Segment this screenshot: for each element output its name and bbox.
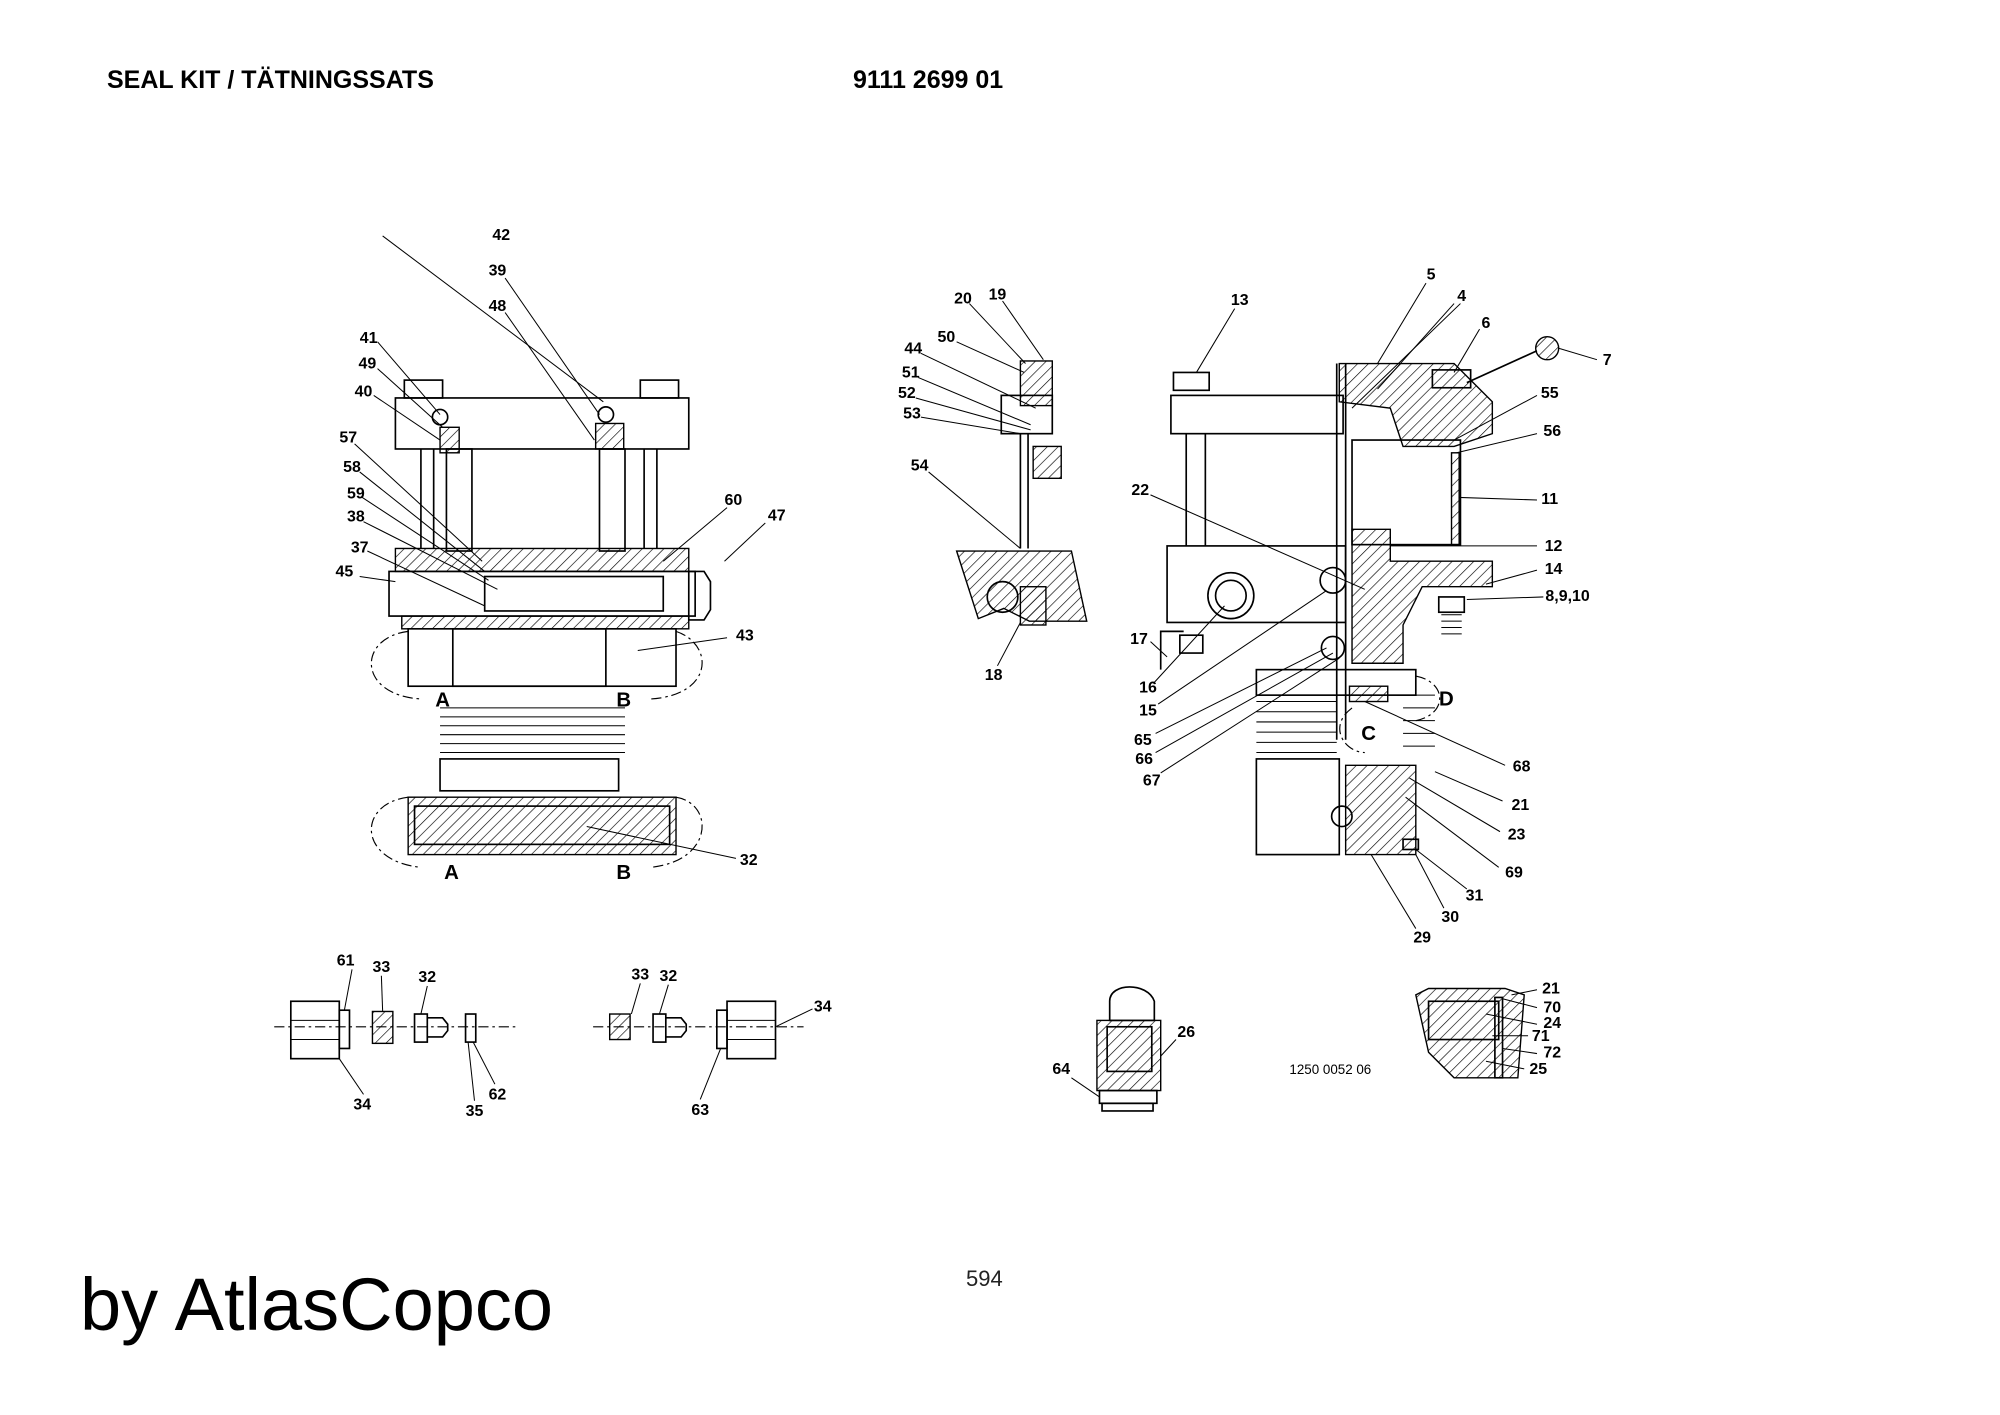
callout-right-assembly: 65	[1134, 732, 1152, 749]
callout-left-assembly: 38	[347, 509, 365, 526]
callout-fitting-left: 35	[466, 1103, 484, 1120]
fitting-exploded-left	[274, 969, 517, 1101]
callout-left-assembly: 39	[489, 263, 507, 280]
plug-detail	[1071, 986, 1177, 1112]
callout-right-assembly: 68	[1513, 759, 1531, 776]
callout-left-assembly: 37	[351, 539, 369, 556]
callout-left-assembly: 45	[336, 564, 354, 581]
callout-right-assembly: 17	[1130, 631, 1148, 648]
callout-fitting-right: 34	[814, 998, 832, 1015]
callout-left-assembly: 60	[725, 492, 743, 509]
callout-right-assembly: 23	[1508, 826, 1526, 843]
document-title: SEAL KIT / TÄTNINGSSATS	[107, 66, 434, 94]
callout-left-assembly: A	[444, 862, 459, 884]
callout-right-assembly: 6	[1482, 315, 1491, 332]
callout-left-assembly: 47	[768, 507, 786, 524]
callout-right-assembly: 15	[1139, 703, 1157, 720]
callout-right-assembly: 14	[1545, 561, 1563, 578]
callout-valve-detail: 50	[938, 329, 956, 346]
callout-left-assembly: A	[435, 690, 450, 712]
callout-seal-detail: 25	[1529, 1061, 1547, 1078]
callout-valve-detail: 44	[904, 340, 922, 357]
callout-fitting-right: 63	[691, 1102, 709, 1119]
callout-fitting-left: 62	[489, 1086, 507, 1103]
callout-left-assembly: 58	[343, 459, 361, 476]
callout-right-assembly: 67	[1143, 773, 1161, 790]
callout-seal-detail: 24	[1543, 1015, 1561, 1032]
callout-left-assembly: 48	[489, 298, 507, 315]
callout-right-assembly: 22	[1131, 482, 1149, 499]
callout-fitting-right: 33	[631, 967, 649, 984]
callout-right-assembly: 7	[1603, 352, 1612, 369]
callout-valve-detail: 54	[911, 458, 929, 475]
callout-right-assembly: D	[1439, 688, 1454, 710]
callout-right-assembly: 55	[1541, 385, 1559, 402]
callout-right-assembly: 31	[1466, 888, 1484, 905]
callout-left-assembly: B	[616, 690, 631, 712]
callout-valve-detail: 18	[985, 667, 1003, 684]
callout-right-assembly: 8,9,10	[1545, 588, 1589, 605]
callout-plug-detail: 64	[1052, 1061, 1070, 1078]
drawing-reference-number: 1250 0052 06	[1289, 1062, 1371, 1077]
callout-valve-detail: 20	[954, 291, 972, 308]
callout-right-assembly: 4	[1457, 288, 1466, 305]
callout-valve-detail: 52	[898, 385, 916, 402]
callout-left-assembly: 49	[358, 356, 376, 373]
brand-watermark: by AtlasCopco	[80, 1263, 554, 1346]
callout-seal-detail: 21	[1542, 981, 1560, 998]
callout-right-assembly: 29	[1413, 930, 1431, 947]
callout-seal-detail: 72	[1543, 1044, 1561, 1061]
callout-valve-detail: 53	[903, 405, 921, 422]
compressor-head-section-view	[1150, 282, 1598, 929]
callout-fitting-right: 32	[659, 968, 677, 985]
callout-valve-detail: 51	[902, 365, 920, 382]
callout-right-assembly: 11	[1541, 491, 1558, 508]
callout-right-assembly: 5	[1427, 266, 1436, 283]
callout-valve-detail: 19	[989, 287, 1007, 304]
fitting-exploded-right	[593, 983, 813, 1100]
valve-detail-view	[915, 300, 1088, 667]
page-number: 594	[966, 1266, 1003, 1291]
callout-left-assembly: 42	[492, 227, 510, 244]
callout-left-assembly: 57	[339, 430, 357, 447]
callout-seal-detail: 71	[1532, 1028, 1550, 1045]
callout-right-assembly: 12	[1545, 538, 1563, 555]
callout-plug-detail: 26	[1177, 1024, 1195, 1041]
callout-right-assembly: 16	[1139, 680, 1157, 697]
callout-fitting-left: 32	[418, 969, 436, 986]
callout-right-assembly: 21	[1512, 797, 1530, 814]
callout-right-assembly: 69	[1505, 865, 1523, 882]
callout-fitting-left: 33	[373, 959, 391, 976]
part-number: 9111 2699 01	[853, 66, 1004, 94]
callout-left-assembly: B	[616, 862, 631, 884]
compressor-head-left-view	[354, 235, 766, 868]
callout-right-assembly: 30	[1441, 909, 1459, 926]
callout-left-assembly: 59	[347, 486, 365, 503]
seal-detail	[1415, 987, 1538, 1079]
callout-left-assembly: 32	[740, 852, 758, 869]
callout-left-assembly: 43	[736, 627, 754, 644]
callout-fitting-left: 34	[353, 1097, 371, 1114]
callout-seal-detail: 70	[1543, 1000, 1561, 1017]
callout-right-assembly: 56	[1543, 423, 1561, 440]
callout-left-assembly: 41	[360, 330, 378, 347]
callout-right-assembly: 66	[1135, 751, 1153, 768]
callout-fitting-left: 61	[337, 953, 355, 970]
callout-right-assembly: 13	[1231, 292, 1249, 309]
callout-right-assembly: C	[1361, 723, 1376, 745]
callout-left-assembly: 40	[355, 384, 373, 401]
